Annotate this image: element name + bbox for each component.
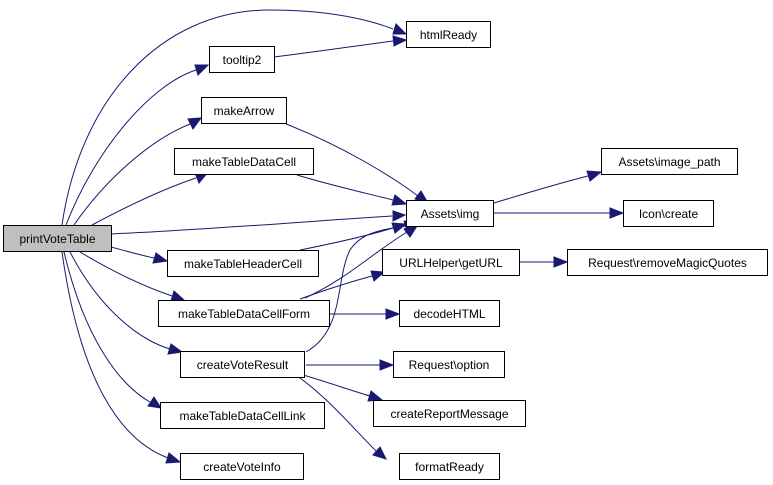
edge-printvotetable-maketabledatacell (91, 177, 197, 226)
edge-printvotetable-assetsimg (110, 215, 393, 235)
arrowhead (147, 396, 163, 409)
arrowhead (392, 210, 407, 222)
edge-printvotetable-makearrow (73, 123, 191, 226)
arrowhead (586, 170, 603, 182)
edge-maketabledatacell-assetsimg (296, 174, 394, 201)
edge-maketabledatacellform-urlhelpergeturl (299, 275, 373, 300)
node-createreportmessage[interactable]: createReportMessage (373, 400, 526, 427)
edge-createvoteresult-formatready (299, 377, 377, 452)
arrowhead (553, 256, 569, 268)
arrowhead (379, 359, 395, 371)
node-maketabledatacell[interactable]: makeTableDataCell (174, 148, 314, 175)
node-maketableheadercell[interactable]: makeTableHeaderCell (167, 250, 319, 277)
node-assetsimg[interactable]: Assets\img (406, 200, 494, 227)
arrowhead (167, 343, 184, 355)
edge-createvoteresult-createreportmessage (299, 373, 371, 397)
node-decodehtml[interactable]: decodeHTML (399, 300, 500, 327)
edge-printvotetable-htmlready (61, 9, 394, 226)
arrowhead (370, 270, 386, 282)
node-createvoteresult[interactable]: createVoteResult (180, 351, 305, 378)
node-htmlready[interactable]: htmlReady (406, 21, 491, 48)
arrowhead (194, 64, 210, 76)
edge-createvoteresult-assetsimg (305, 225, 407, 353)
node-makearrow[interactable]: makeArrow (201, 97, 287, 124)
edge-tooltip2-htmlready (273, 40, 394, 58)
node-formatready[interactable]: formatReady (399, 453, 500, 480)
edge-printvotetable-createvoteinfo (61, 251, 169, 459)
node-requestremovemagicquotes[interactable]: Request\removeMagicQuotes (567, 249, 768, 276)
arrowhead (609, 207, 625, 219)
arrowhead (391, 194, 408, 206)
node-printvotetable[interactable]: printVoteTable (3, 225, 112, 252)
node-createvoteinfo[interactable]: createVoteInfo (180, 453, 304, 480)
node-iconcreate[interactable]: Icon\create (623, 200, 714, 227)
arrowhead (165, 452, 182, 464)
arrowhead (392, 35, 408, 47)
node-urlhelpergeturl[interactable]: URLHelper\getURL (382, 249, 520, 276)
node-maketabledatacelllink[interactable]: makeTableDataCellLink (160, 402, 325, 429)
arrowhead (372, 446, 387, 460)
edge-maketableheadercell-assetsimg (299, 227, 394, 251)
edge-printvotetable-createvoteresult (69, 251, 171, 350)
node-assetsimagepath[interactable]: Assets\image_path (601, 148, 738, 175)
edge-printvotetable-maketableheadercell (110, 246, 155, 259)
node-maketabledatacellform[interactable]: makeTableDataCellForm (158, 300, 330, 327)
arrowhead (152, 252, 169, 264)
edge-makearrow-assetsimg (285, 123, 419, 197)
node-tooltip2[interactable]: tooltip2 (209, 46, 275, 73)
edge-assetsimg-assetsimagepath (493, 175, 589, 204)
edge-printvotetable-tooltip2 (65, 69, 197, 226)
arrowhead (392, 23, 408, 35)
node-requestoption[interactable]: Request\option (393, 351, 505, 378)
edge-maketabledatacellform-assetsimg (304, 231, 408, 299)
arrowhead (187, 117, 203, 130)
edge-printvotetable-maketabledatacelllink (63, 251, 151, 403)
arrowhead (385, 308, 401, 320)
edge-printvotetable-maketabledatacellform (79, 251, 173, 297)
